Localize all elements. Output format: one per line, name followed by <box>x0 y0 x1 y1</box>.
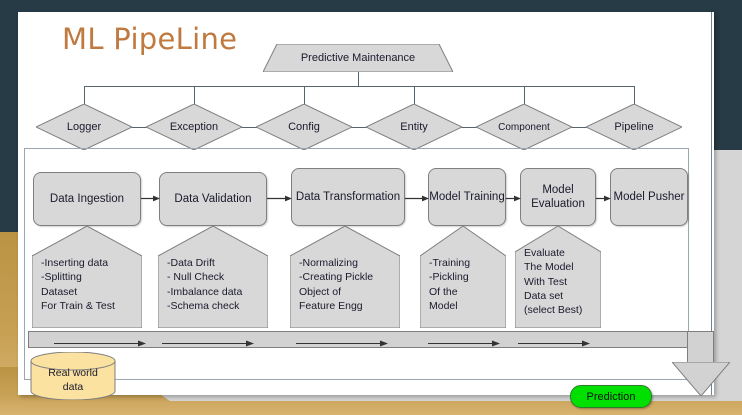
header-stem-line <box>358 72 359 87</box>
flow-arrow-4 <box>428 335 500 347</box>
component-node-config[interactable]: Config <box>256 104 352 150</box>
predictive-maintenance-label: Predictive Maintenance <box>300 52 416 64</box>
stage-details-data-ingestion: -Inserting data -Splitting Dataset For T… <box>32 226 142 328</box>
flow-arrow-1 <box>54 335 146 347</box>
flow-bar-down-arrow <box>670 361 732 397</box>
arrow-transformation-to-training <box>405 194 429 203</box>
drop-line-logger <box>84 86 85 105</box>
arrow-validation-to-transformation <box>267 194 292 203</box>
page-title: ML PipeLine <box>62 22 238 56</box>
arrow-training-to-evaluation <box>506 194 521 203</box>
stage-details-text: -Inserting data -Splitting Dataset For T… <box>41 257 115 312</box>
prediction-output[interactable]: Prediction <box>570 385 652 408</box>
component-label: Pipeline <box>614 121 654 133</box>
component-node-pipeline[interactable]: Pipeline <box>586 104 682 150</box>
stage-label: Data Validation <box>174 192 252 205</box>
component-bus-line <box>84 86 634 87</box>
drop-line-exception <box>194 86 195 105</box>
stage-box-data-transformation[interactable]: Data Transformation <box>291 168 405 226</box>
stage-details-text: Evaluate The Model With Test Data set (s… <box>524 247 583 317</box>
stage-label: Data Transformation <box>295 190 401 203</box>
component-node-component[interactable]: Component <box>476 104 572 150</box>
stage-details-text: -Normalizing -Creating Pickle Object of … <box>299 257 374 312</box>
stage-label: Data Ingestion <box>49 192 125 205</box>
stage-details-data-transformation: -Normalizing -Creating Pickle Object of … <box>290 226 400 328</box>
stage-box-data-validation[interactable]: Data Validation <box>159 172 267 226</box>
drop-line-entity <box>414 86 415 105</box>
component-node-exception[interactable]: Exception <box>146 104 242 150</box>
stage-details-data-validation: -Data Drift - Null Check -Imbalance data… <box>158 226 268 328</box>
drop-line-config <box>304 86 305 105</box>
drop-line-pipeline <box>634 86 635 105</box>
card-right-rule <box>711 12 712 395</box>
data-source-cylinder[interactable]: Real world data <box>30 352 116 400</box>
stage-box-model-evaluation[interactable]: Model Evaluation <box>520 168 596 226</box>
component-label: Entity <box>400 121 428 133</box>
flow-arrow-5 <box>518 335 590 347</box>
stage-label: Model Training <box>429 190 505 203</box>
prediction-label: Prediction <box>586 390 636 403</box>
stage-details-model-evaluation: Evaluate The Model With Test Data set (s… <box>515 226 601 328</box>
stage-details-model-training: -Training -Pickling Of the Model <box>420 226 506 328</box>
arrow-evaluation-to-pusher <box>596 194 611 203</box>
component-label: Config <box>288 121 320 133</box>
component-label: Logger <box>66 121 102 133</box>
stage-label: Model Pusher <box>613 190 685 203</box>
flow-arrow-3 <box>296 335 388 347</box>
component-node-entity[interactable]: Entity <box>366 104 462 150</box>
stage-details-text: -Data Drift - Null Check -Imbalance data… <box>167 257 243 312</box>
diamond-chain-line <box>84 127 634 128</box>
data-source-label: Real world data <box>48 366 98 393</box>
predictive-maintenance-header[interactable]: Predictive Maintenance <box>263 44 453 72</box>
pipeline-container <box>24 148 689 380</box>
arrow-ingestion-to-validation <box>141 194 160 203</box>
component-node-logger[interactable]: Logger <box>36 104 132 150</box>
drop-line-component <box>524 86 525 105</box>
stage-box-model-pusher[interactable]: Model Pusher <box>610 168 688 226</box>
stage-details-text: -Training -Pickling Of the Model <box>429 257 471 312</box>
flow-arrow-2 <box>162 335 254 347</box>
component-label: Component <box>498 121 550 133</box>
stage-label: Model Evaluation <box>531 183 585 210</box>
stage-box-data-ingestion[interactable]: Data Ingestion <box>33 172 141 226</box>
stage-box-model-training[interactable]: Model Training <box>428 168 506 226</box>
component-label: Exception <box>169 121 219 133</box>
